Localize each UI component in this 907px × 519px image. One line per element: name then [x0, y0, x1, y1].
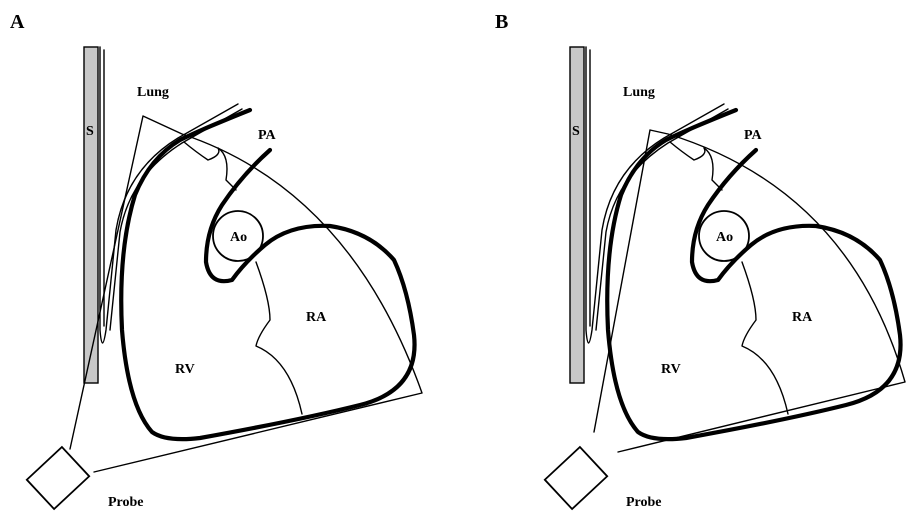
ra-label: RA — [792, 310, 813, 325]
pa-label: PA — [744, 128, 763, 143]
probe-icon — [545, 447, 607, 509]
sternum-label: S — [572, 124, 580, 139]
sternum-label: S — [86, 124, 94, 139]
pulmonary-valve-line — [184, 142, 236, 190]
ultrasound-sector — [594, 130, 905, 452]
probe-label: Probe — [108, 495, 144, 510]
septum-line — [742, 262, 788, 414]
aorta-label: Ao — [716, 230, 733, 245]
sternum-bar — [570, 47, 584, 383]
rv-label: RV — [661, 362, 681, 377]
panel-letter-b: B — [495, 11, 508, 33]
lung-label: Lung — [623, 85, 655, 100]
panel-a: A S Lung Probe Ao PA RA RV — [10, 11, 422, 510]
rv-wall — [607, 110, 900, 439]
probe-icon — [27, 447, 89, 509]
septum-line — [256, 262, 302, 414]
panel-letter-a: A — [10, 11, 25, 33]
lung-pleura-inner-line — [590, 50, 728, 330]
aorta-label: Ao — [230, 230, 247, 245]
probe-label: Probe — [626, 495, 662, 510]
lung-label: Lung — [137, 85, 169, 100]
lung-pleura-inner-line — [104, 50, 242, 330]
rv-wall — [121, 110, 414, 439]
ra-label: RA — [306, 310, 327, 325]
pulmonary-valve-line — [670, 142, 722, 190]
pa-label: PA — [258, 128, 277, 143]
rv-label: RV — [175, 362, 195, 377]
panel-b: B S Lung Probe Ao PA RA RV — [495, 11, 905, 510]
